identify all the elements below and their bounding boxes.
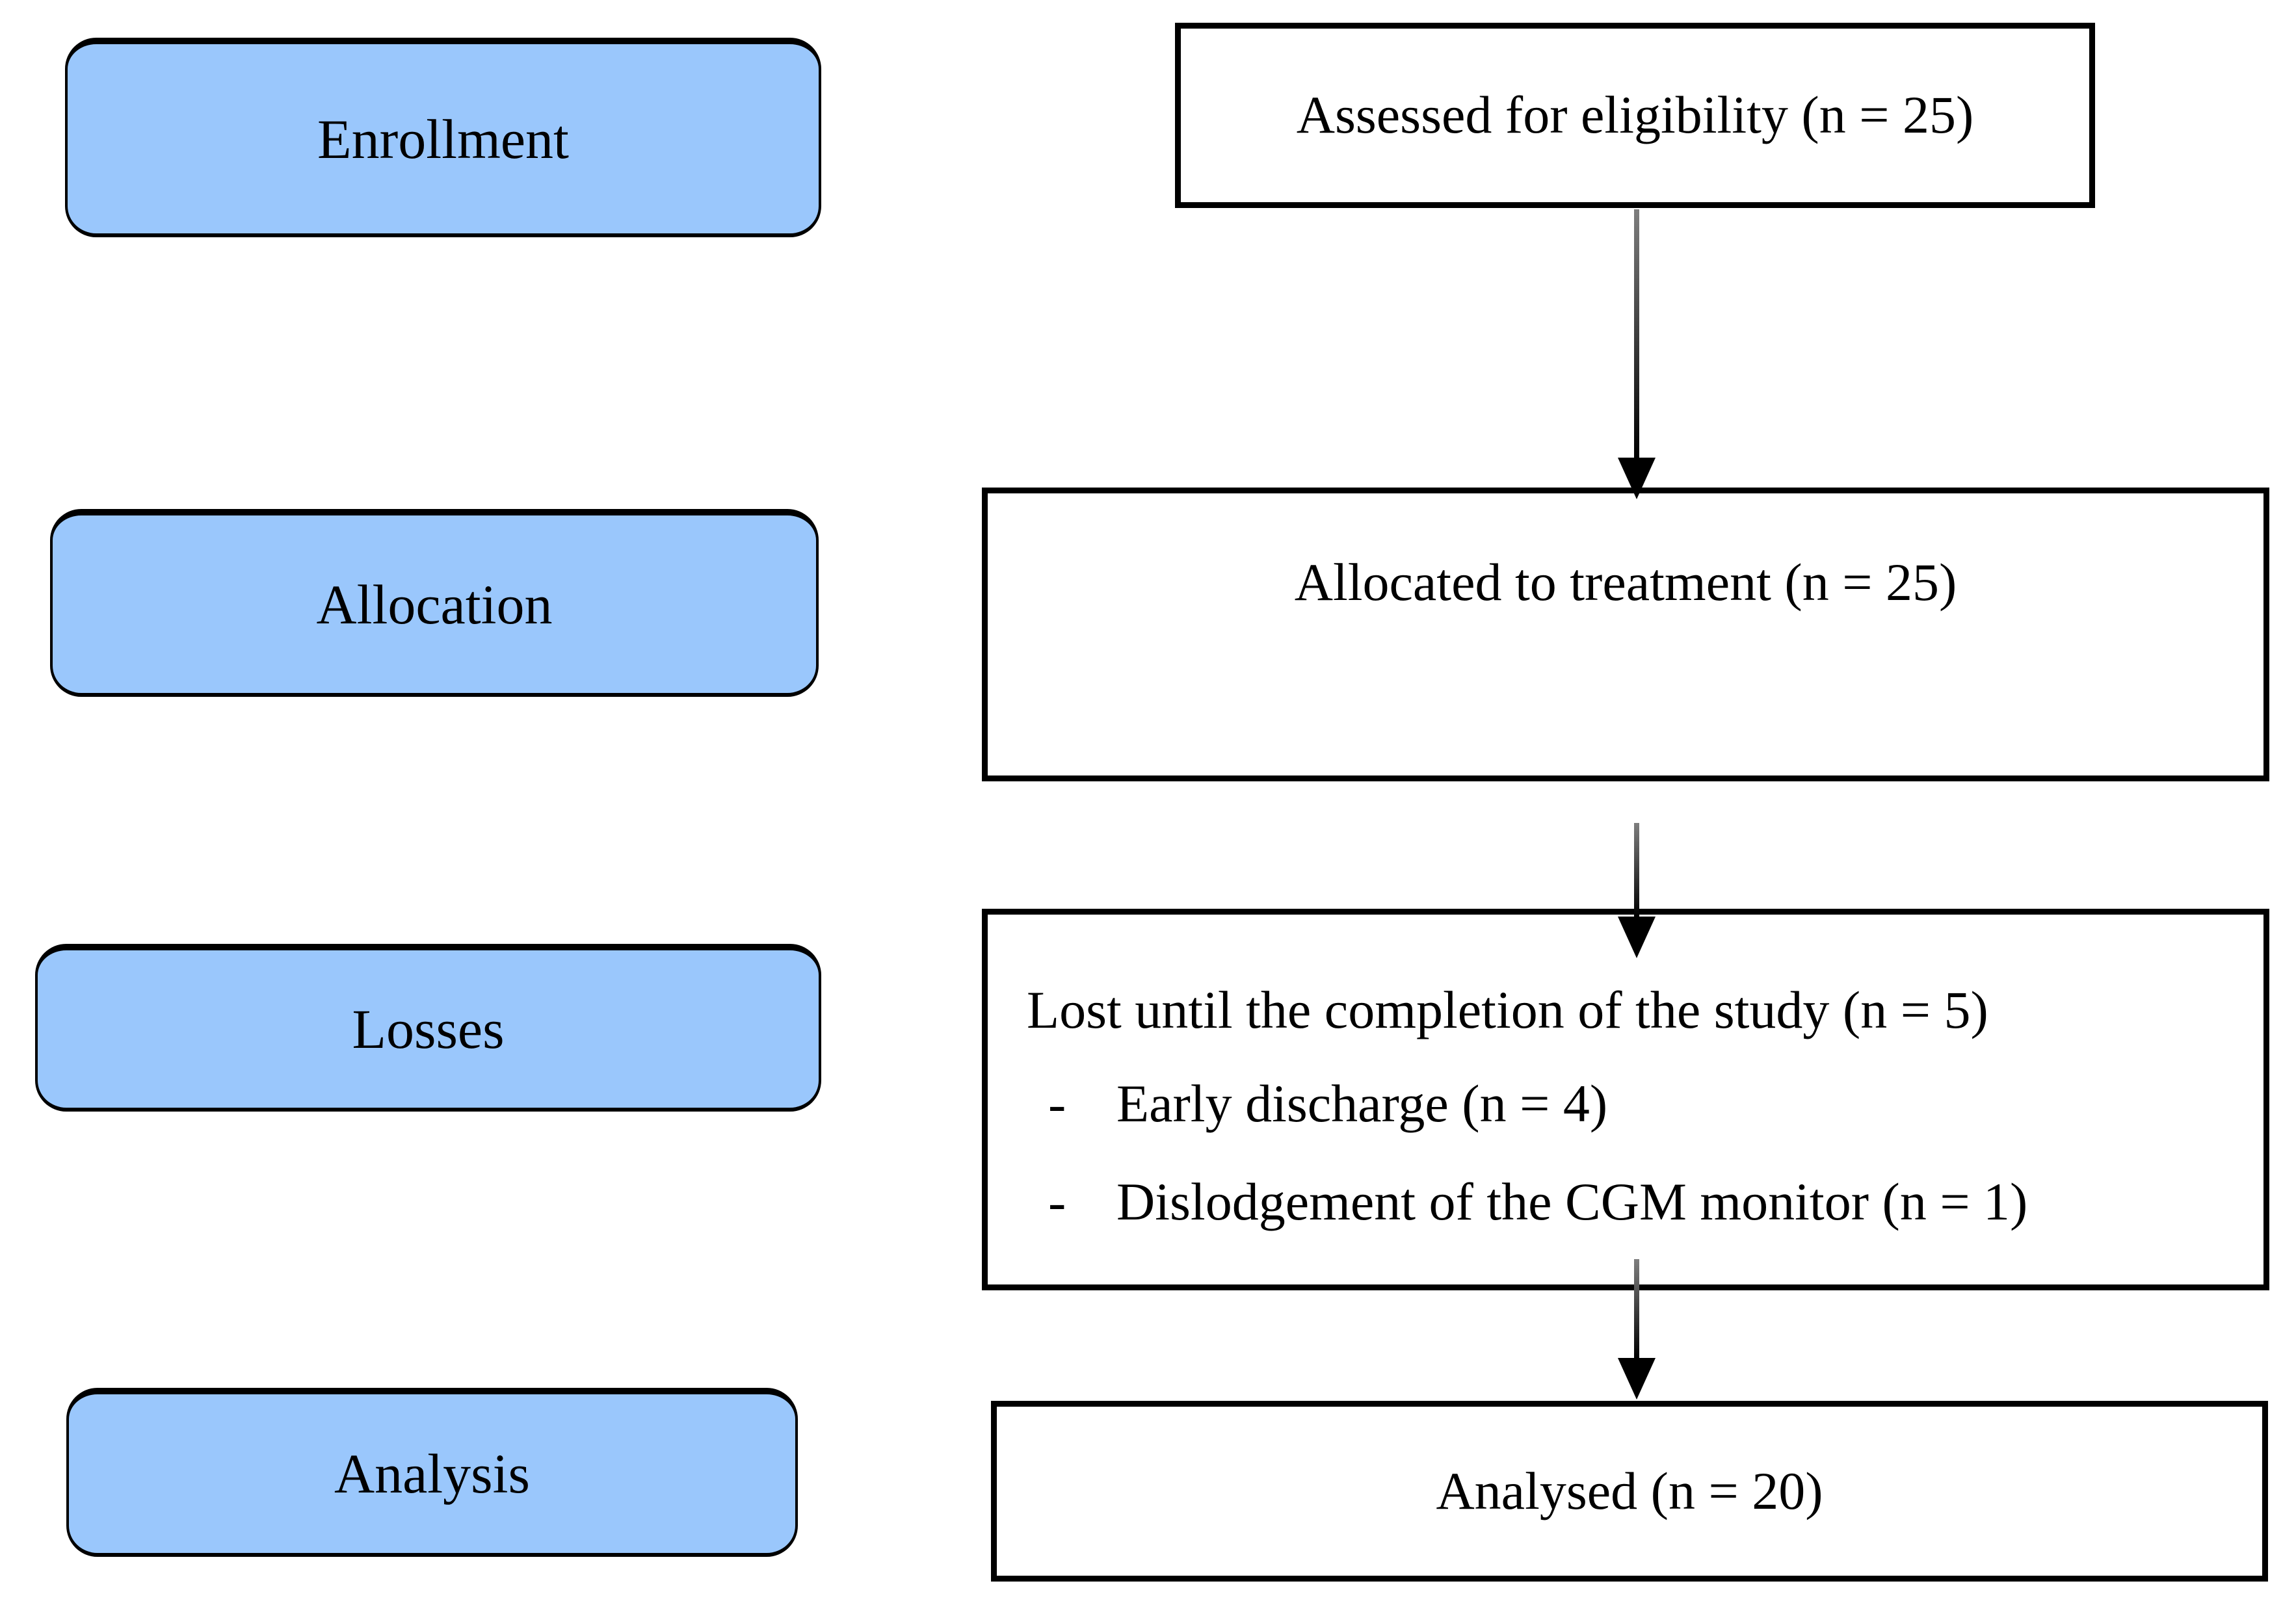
losses-item-label: Dislodgement of the CGM monitor (n = 1) — [1116, 1171, 2028, 1231]
arrow-head — [1618, 458, 1656, 499]
flow-box-assessed-label: Assessed for eligibility (n = 25) — [1296, 85, 1974, 145]
losses-title: Lost until the completion of the study (… — [1027, 980, 1988, 1039]
flow-box-allocated-label: Allocated to treatment (n = 25) — [1294, 553, 1957, 612]
flow-box-analysed: Analysed (n = 20) — [991, 1401, 2268, 1582]
arrow-shaft — [1634, 1259, 1639, 1358]
losses-item-label: Early discharge (n = 4) — [1116, 1074, 1608, 1134]
stage-box-allocation: Allocation — [50, 509, 819, 697]
arrow-head — [1618, 1358, 1656, 1400]
losses-item: - Early discharge (n = 4) — [1048, 1072, 2244, 1136]
stage-box-analysis: Analysis — [66, 1388, 798, 1557]
stage-label-analysis: Analysis — [334, 1442, 530, 1505]
stage-box-losses: Losses — [35, 944, 821, 1112]
stage-label-losses: Losses — [352, 998, 505, 1060]
stage-box-enrollment: Enrollment — [65, 38, 821, 237]
flow-box-analysed-label: Analysed (n = 20) — [1436, 1461, 1823, 1520]
flow-box-allocated: Allocated to treatment (n = 25) — [982, 488, 2269, 781]
down-arrow-allocated-to-losses — [1618, 823, 1656, 958]
flow-box-assessed: Assessed for eligibility (n = 25) — [1175, 23, 2095, 208]
flow-box-losses: Lost until the completion of the study (… — [982, 909, 2269, 1290]
stage-label-allocation: Allocation — [316, 573, 553, 636]
stage-label-enrollment: Enrollment — [317, 107, 569, 170]
losses-item-dash: - — [1048, 1171, 1066, 1231]
arrow-head — [1618, 917, 1656, 958]
losses-item: - Dislodgement of the CGM monitor (n = 1… — [1048, 1170, 2244, 1234]
down-arrow-assessed-to-allocated — [1618, 209, 1656, 499]
arrow-shaft — [1634, 209, 1639, 458]
arrow-shaft — [1634, 823, 1639, 917]
losses-item-dash: - — [1048, 1074, 1066, 1134]
down-arrow-losses-to-analysed — [1618, 1259, 1656, 1400]
